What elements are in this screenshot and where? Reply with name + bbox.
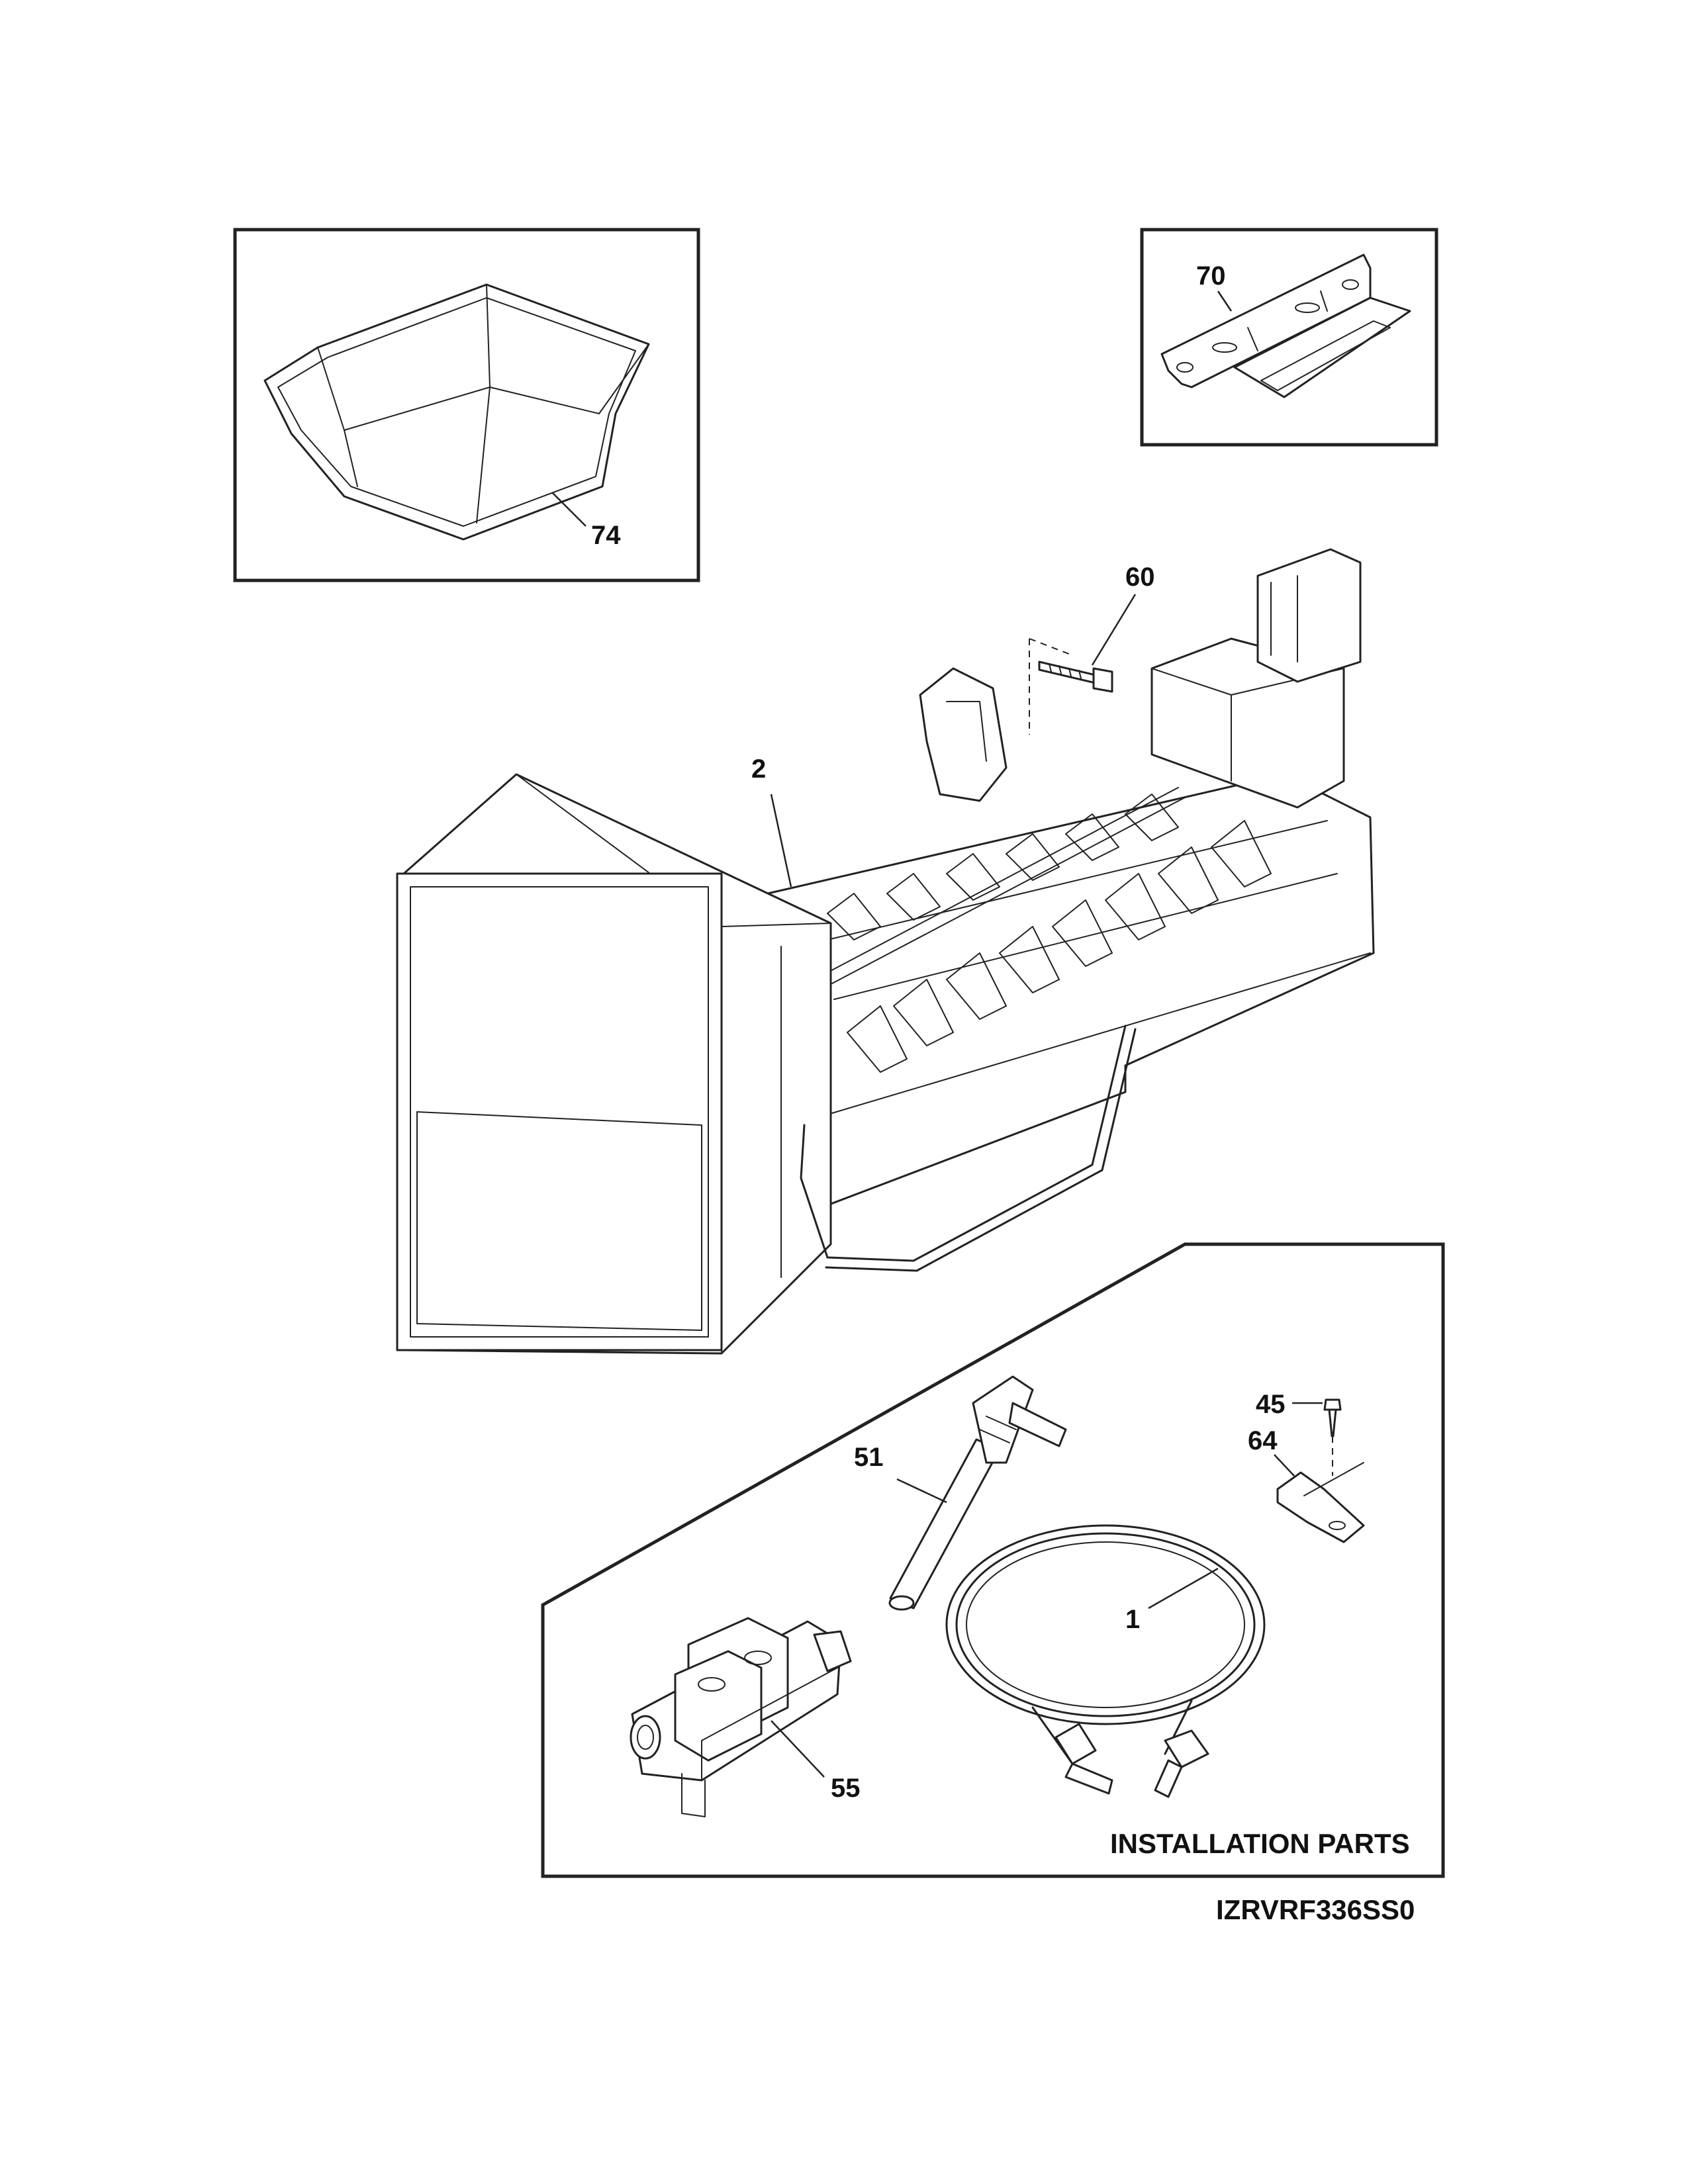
leader-70 bbox=[1217, 291, 1233, 312]
bracket-panel: 70 bbox=[1140, 228, 1438, 447]
fill-tube-51-illustration bbox=[888, 1375, 1067, 1611]
leader-64 bbox=[1274, 1454, 1295, 1477]
water-tube-1-illustration bbox=[945, 1524, 1266, 1798]
installation-parts-panel: INSTALLATION PARTS 45 64 51 bbox=[541, 1242, 1445, 1878]
screw-60-illustration bbox=[1029, 638, 1113, 735]
leader-51 bbox=[896, 1478, 947, 1504]
leader-55 bbox=[771, 1720, 825, 1778]
ice-maker-illustration bbox=[396, 548, 1375, 1355]
ice-bin-illustration bbox=[263, 283, 650, 541]
part-label-64: 64 bbox=[1248, 1426, 1278, 1455]
leader-1 bbox=[1148, 1567, 1219, 1610]
part-label-60: 60 bbox=[1125, 563, 1155, 592]
clamp-64-illustration bbox=[1276, 1462, 1365, 1543]
installation-parts-frame bbox=[541, 1242, 1445, 1878]
screw-45-illustration bbox=[1323, 1398, 1342, 1476]
bracket-frame bbox=[1140, 228, 1438, 447]
part-label-70: 70 bbox=[1196, 261, 1226, 291]
part-label-2: 2 bbox=[751, 754, 766, 784]
part-label-51: 51 bbox=[854, 1443, 884, 1472]
bracket-illustration bbox=[1160, 253, 1411, 398]
installation-parts-label: INSTALLATION PARTS bbox=[1110, 1828, 1410, 1859]
drawing-code: IZRVRF336SS0 bbox=[1216, 1894, 1415, 1925]
water-valve-55-illustration bbox=[630, 1617, 852, 1817]
leader-60 bbox=[1091, 594, 1137, 666]
part-label-45: 45 bbox=[1256, 1390, 1286, 1419]
ice-bin-panel: 74 bbox=[233, 228, 700, 582]
part-label-55: 55 bbox=[831, 1774, 861, 1803]
part-label-1: 1 bbox=[1125, 1605, 1140, 1634]
part-label-74: 74 bbox=[591, 521, 621, 550]
ice-bin-frame bbox=[233, 228, 700, 582]
leader-74 bbox=[552, 492, 586, 527]
leader-2 bbox=[770, 794, 792, 887]
